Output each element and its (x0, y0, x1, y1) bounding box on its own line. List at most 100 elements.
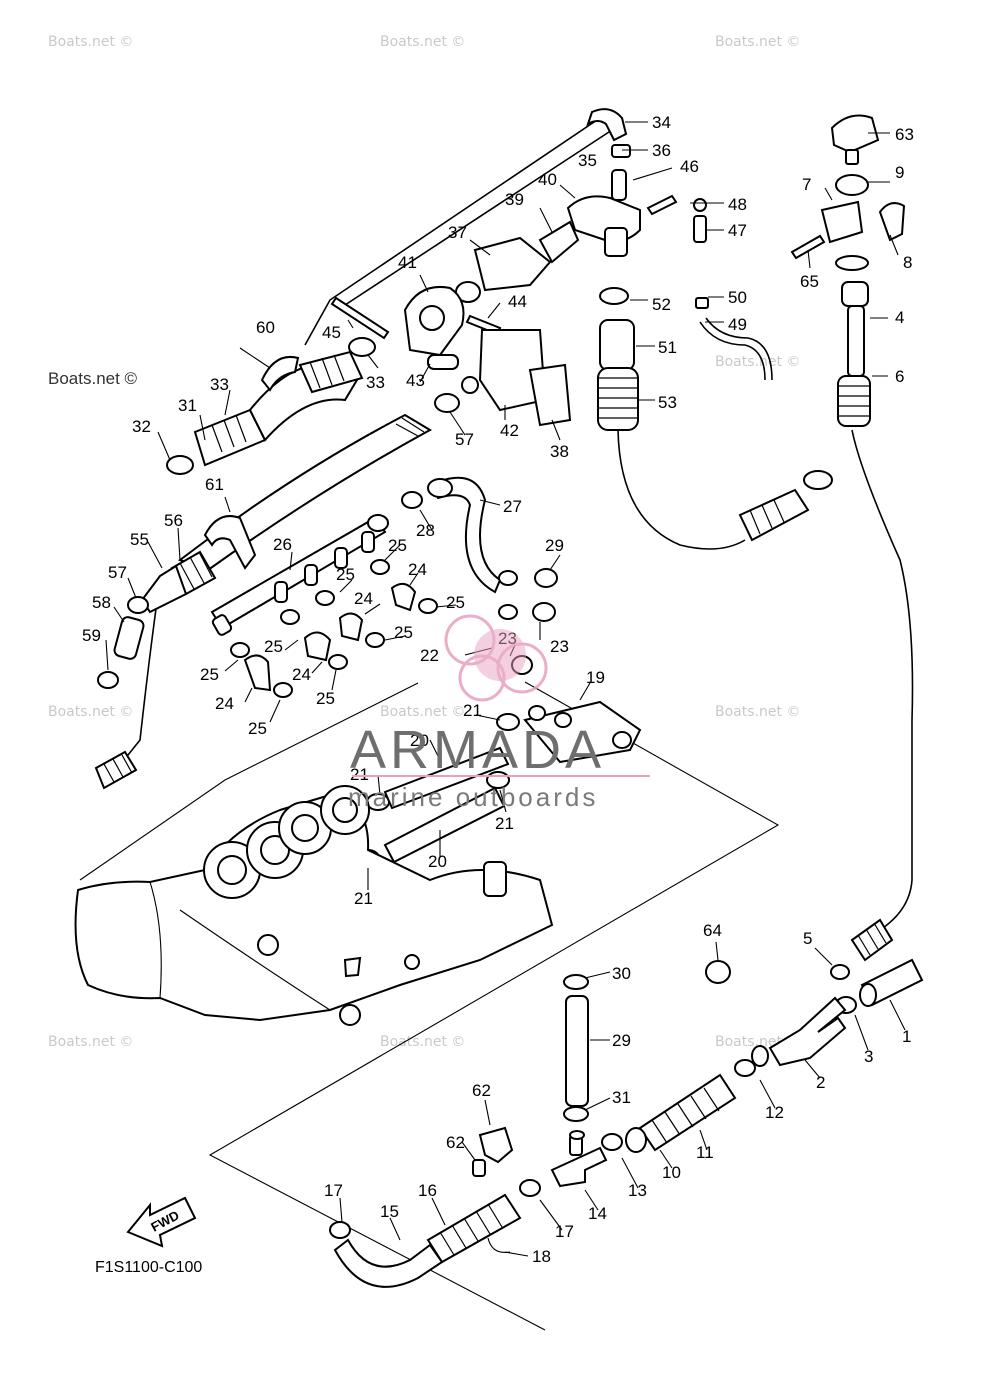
callout-55: 55 (130, 530, 149, 549)
part-59-clamp (97, 671, 119, 689)
callout-18: 18 (532, 1247, 551, 1266)
callout-20: 20 (428, 852, 447, 871)
part-37-thermostat (538, 220, 580, 264)
part-39-bore (419, 305, 445, 331)
part-23-clamp (532, 602, 556, 622)
part-52-elbow (586, 108, 628, 142)
part-55-hose (140, 564, 188, 614)
callout-6: 6 (895, 367, 904, 386)
part-port-bore (291, 814, 319, 842)
callout-57: 57 (108, 563, 127, 582)
callout-16: 16 (418, 1181, 437, 1200)
part-45-sensor (693, 215, 707, 243)
callout-41: 43 (406, 371, 425, 390)
part-24-hose (338, 612, 364, 642)
watermark: Boats.net © (48, 704, 133, 720)
part-63-stem (845, 149, 859, 165)
callout-25: 25 (200, 665, 219, 684)
manifold-seam (179, 909, 331, 1011)
callout-32: 31 (178, 396, 197, 415)
part-62-bolt (472, 1159, 486, 1177)
part-4-tube (847, 305, 865, 377)
part-58-fitting (113, 616, 145, 660)
callout-37: 39 (505, 190, 524, 209)
hose-route (705, 317, 773, 381)
callout-34: 33 (210, 375, 229, 394)
callout-21: 21 (354, 889, 373, 908)
part-38-nozzle (611, 169, 627, 201)
part-6-bellows (837, 375, 871, 427)
callout-22: 22 (420, 646, 439, 665)
callout-24: 24 (215, 694, 234, 713)
callout-56: 56 (164, 511, 183, 530)
brand-tagline: marine outboards (348, 782, 598, 812)
part-33-clamp (348, 337, 376, 357)
part-18-tie (487, 1237, 511, 1253)
callout-24: 24 (408, 560, 427, 579)
part-19-fitting (528, 705, 546, 721)
part-24-hose (303, 631, 332, 662)
part-25-clamp (315, 590, 335, 606)
part-49-pipe (599, 319, 635, 371)
part-36-gasket (528, 363, 572, 427)
callout-28: 28 (416, 521, 435, 540)
part-bellows (298, 350, 364, 394)
part-port-bore (332, 797, 358, 823)
part-1-end (859, 983, 877, 1007)
part-manifold-tab (343, 956, 362, 978)
callout-60: 61 (205, 475, 224, 494)
part-25-clamp (230, 642, 250, 658)
part-manifold-hole (257, 934, 279, 956)
part-17-clamp (329, 1221, 351, 1239)
callout-25: 25 (264, 637, 283, 656)
part-4-fitting (841, 281, 869, 307)
watermark: Boats.net © (380, 704, 465, 720)
part-fitting (498, 570, 518, 586)
brand-logo-icon (444, 614, 548, 702)
part-64-grommet (705, 960, 731, 984)
arrow-icon (126, 1196, 197, 1248)
callout-21: 21 (463, 701, 482, 720)
callout-21: 21 (495, 814, 514, 833)
part-60-bracket (260, 356, 300, 392)
engine-block (74, 785, 554, 1026)
hose-routes (119, 117, 914, 931)
part-5-clamp (830, 964, 850, 980)
part-51-ribs (598, 377, 638, 419)
hose-route (617, 429, 746, 550)
callout-14: 14 (588, 1204, 607, 1223)
callout-25: 25 (316, 689, 335, 708)
part-28-clamp (401, 491, 423, 509)
part-26-port (304, 564, 318, 586)
part-65-bolt (790, 234, 826, 260)
part-2-end (751, 1045, 769, 1067)
part-41-nipple (427, 354, 459, 370)
outline-line (79, 682, 419, 881)
part-clamp (803, 470, 833, 490)
callout-33: 33 (366, 373, 385, 392)
callout-25: 25 (336, 565, 355, 584)
callout-24: 24 (354, 589, 373, 608)
callout-61: 62 (472, 1081, 491, 1100)
callout-44: 46 (680, 157, 699, 176)
watermark: Boats.net © (715, 704, 800, 720)
callout-38: 40 (538, 170, 557, 189)
part-25-clamp (418, 598, 438, 614)
hose-route (304, 117, 601, 346)
callout-25: 25 (388, 536, 407, 555)
part-19-fitting (612, 731, 632, 749)
fwd-arrow: FWD (126, 1196, 197, 1248)
part-25-clamp (273, 682, 293, 698)
callout-48: 50 (728, 288, 747, 307)
callout-31: 31 (612, 1088, 631, 1107)
part-13-clamp (601, 1133, 623, 1151)
callout-11: 11 (696, 1143, 714, 1162)
part-12-clamp (734, 1059, 756, 1077)
part-27-end (427, 478, 453, 498)
part-34-ribs (211, 414, 247, 453)
watermark: Boats.net © (48, 1034, 133, 1050)
callout-27: 27 (503, 497, 522, 516)
part-56-ribs (179, 551, 213, 590)
part-16-ribs (439, 1203, 503, 1256)
part-7-bracket (820, 200, 864, 244)
